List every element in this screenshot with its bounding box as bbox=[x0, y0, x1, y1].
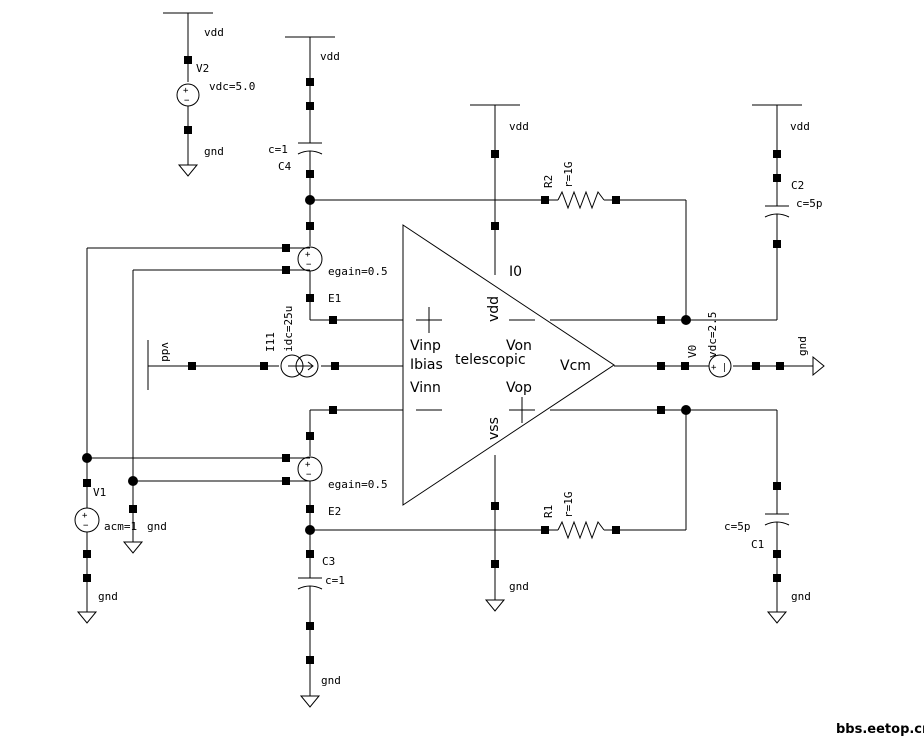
svg-text:+: + bbox=[305, 250, 311, 260]
c2-top-label: vdd bbox=[790, 120, 810, 133]
c3-name: C3 bbox=[322, 555, 335, 568]
svg-text:−: − bbox=[306, 470, 312, 480]
e1-vcvs[interactable]: + − egain=0.5 E1 bbox=[87, 244, 403, 324]
i11-param: idc=25u bbox=[282, 306, 295, 352]
e2-vcvs[interactable]: + − egain=0.5 E2 bbox=[87, 454, 388, 530]
svg-text:−: − bbox=[184, 96, 190, 106]
c4-capacitor[interactable]: vdd c=1 C4 bbox=[268, 36, 340, 200]
opamp-vss-net: gnd bbox=[484, 455, 529, 612]
c2-name: C2 bbox=[791, 179, 804, 192]
r1-param: r=1G bbox=[562, 492, 575, 519]
v2-param: vdc=5.0 bbox=[209, 80, 255, 93]
c1-bottom-label: gnd bbox=[791, 590, 811, 603]
v0-param: vdc=2.5 bbox=[706, 312, 719, 358]
r2-resistor[interactable]: R2 r=1G bbox=[541, 162, 620, 210]
r2-param: r=1G bbox=[562, 162, 575, 189]
c3-param: c=1 bbox=[325, 574, 345, 587]
opamp-vinn-pin: Vinn bbox=[410, 380, 441, 396]
svg-text:+: + bbox=[82, 511, 88, 521]
c2-capacitor[interactable]: vdd C2 c=5p bbox=[686, 104, 823, 321]
opamp-vdd-pin: vdd bbox=[486, 296, 502, 322]
telescopic-opamp[interactable]: I0 vdd Vinp Von Ibias telescopic Vcm Vin… bbox=[402, 224, 615, 506]
svg-text:−: − bbox=[83, 521, 89, 531]
v2-bottom-label: gnd bbox=[204, 145, 224, 158]
opamp-ibias-pin: Ibias bbox=[410, 357, 443, 373]
opamp-vdd-net: vdd bbox=[470, 104, 529, 275]
r2-name: R2 bbox=[542, 175, 555, 188]
v0-right-label: gnd bbox=[796, 336, 809, 356]
i11-current-source[interactable]: vdd I11 idc=25u bbox=[147, 306, 403, 390]
e2-name: E2 bbox=[328, 505, 341, 518]
v1-bottom-label: gnd bbox=[98, 590, 118, 603]
v1-gnd-branch: gnd bbox=[122, 270, 167, 554]
opamp-vcm-pin: Vcm bbox=[560, 358, 591, 374]
opamp-gnd-label: gnd bbox=[509, 580, 529, 593]
c4-name: C4 bbox=[278, 160, 292, 173]
c3-capacitor[interactable]: C3 c=1 gnd bbox=[297, 530, 345, 708]
svg-text:+: + bbox=[183, 86, 189, 96]
i11-left-label: vdd bbox=[159, 342, 172, 362]
c4-param: c=1 bbox=[268, 143, 288, 156]
opamp-vss-pin: vss bbox=[486, 417, 502, 440]
c4-top-label: vdd bbox=[320, 50, 340, 63]
v1-param: acm=1 bbox=[104, 520, 137, 533]
opamp-von-pin: Von bbox=[506, 338, 532, 354]
r1-name: R1 bbox=[542, 505, 555, 518]
v1-name: V1 bbox=[93, 486, 106, 499]
v0-source[interactable]: + | V0 vdc=2.5 gnd bbox=[614, 312, 825, 378]
r1-resistor[interactable]: R1 r=1G bbox=[541, 492, 620, 540]
opamp-vdd-label: vdd bbox=[509, 120, 529, 133]
e2-param: egain=0.5 bbox=[328, 478, 388, 491]
svg-text:+: + bbox=[305, 460, 311, 470]
v2-top-label: vdd bbox=[204, 26, 224, 39]
v2-source[interactable]: + − vdd V2 vdc=5.0 gnd bbox=[163, 12, 255, 177]
c2-param: c=5p bbox=[796, 197, 823, 210]
i11-name: I11 bbox=[264, 332, 277, 352]
c1-param: c=5p bbox=[724, 520, 751, 533]
opamp-instance: I0 bbox=[509, 264, 522, 280]
e1-param: egain=0.5 bbox=[328, 265, 388, 278]
v1-gnd-branch-label: gnd bbox=[147, 520, 167, 533]
v1-source[interactable]: + − V1 acm=1 gnd bbox=[74, 248, 137, 624]
svg-text:−: − bbox=[306, 260, 312, 270]
c1-capacitor[interactable]: c=5p C1 gnd bbox=[724, 482, 811, 624]
svg-text:+ |: + | bbox=[711, 363, 727, 373]
e1-name: E1 bbox=[328, 292, 341, 305]
watermark-text: bbs.eetop.cn bbox=[836, 722, 924, 737]
v0-name: V0 bbox=[686, 345, 699, 358]
c3-bottom-label: gnd bbox=[321, 674, 341, 687]
opamp-vinp-pin: Vinp bbox=[410, 338, 441, 354]
vinn-input-net bbox=[306, 406, 403, 456]
von-output-net bbox=[550, 315, 691, 325]
opamp-cell-name: telescopic bbox=[455, 352, 526, 368]
vop-output-net bbox=[550, 405, 778, 530]
c1-name: C1 bbox=[751, 538, 764, 551]
v2-name: V2 bbox=[196, 62, 209, 75]
top-feedback-net bbox=[305, 195, 687, 320]
opamp-vop-pin: Vop bbox=[506, 380, 532, 396]
